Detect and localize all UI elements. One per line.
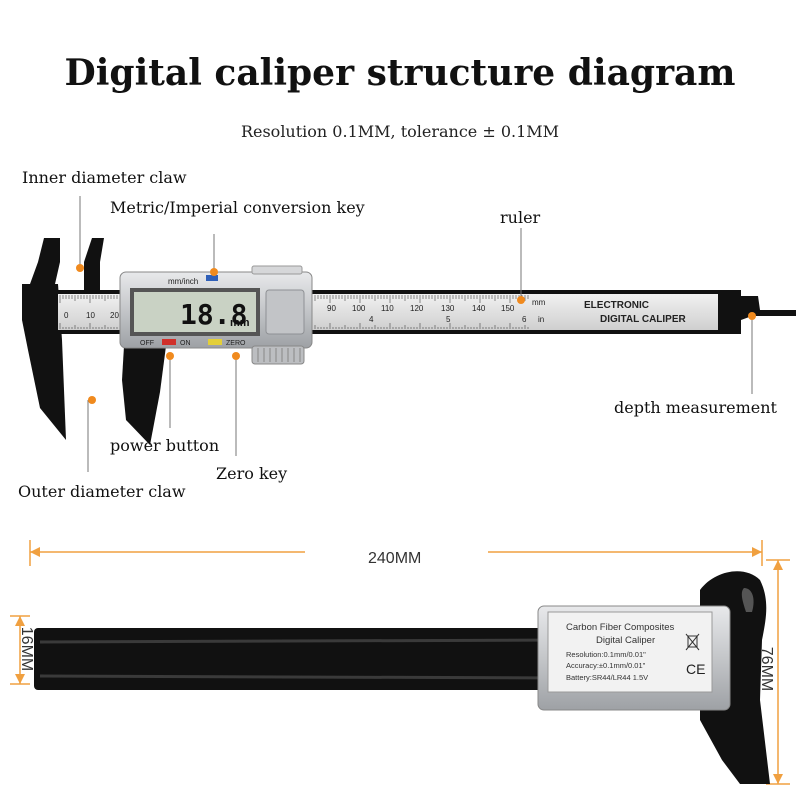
callout-zero-key: Zero key	[216, 464, 288, 483]
callout-dots	[76, 264, 756, 404]
callout-leaders	[79, 196, 753, 472]
lcd-screen	[134, 292, 256, 332]
info-label-panel	[547, 611, 713, 693]
thumb-roller	[251, 345, 305, 365]
back-beam	[34, 628, 564, 690]
top-caliper: 0 10 20 90 100 110 120 130 140 150 4 5 6…	[22, 238, 796, 445]
callout-ruler: ruler	[500, 208, 541, 227]
scale-numbers: 0 10 20 90 100 110 120 130 140 150 4 5 6…	[64, 298, 546, 324]
scale-label: 90	[327, 304, 336, 313]
callout-outer-diameter-claw: Outer diameter claw	[18, 482, 186, 501]
weee-bin-icon	[685, 633, 700, 651]
scale-label: 20	[110, 311, 119, 320]
label-line-3: Resolution:0.1mm/0.01"	[566, 650, 646, 659]
label-line-5: Battery:SR44/LR44 1.5V	[566, 673, 648, 682]
lcd-unit: mm	[230, 317, 250, 329]
fixed-jaw	[22, 238, 60, 284]
off-label: OFF	[140, 340, 154, 347]
scale-label: 140	[472, 304, 486, 313]
dimension-width: 16MM	[18, 626, 35, 672]
diagram-title: Digital caliper structure diagram	[64, 52, 736, 94]
callout-power-button: power button	[110, 436, 220, 455]
slider-top-bump	[251, 265, 303, 275]
dimension-height: 76MM	[758, 646, 775, 692]
dimension-lines	[10, 540, 790, 785]
unit-mm: mm	[532, 298, 546, 307]
diagram-subtitle: Resolution 0.1MM, tolerance ± 0.1MM	[240, 122, 560, 141]
scale-label: 10	[86, 311, 95, 320]
roller-grip	[257, 348, 301, 362]
brand-line-1: ELECTRONIC	[584, 300, 649, 311]
mm-inch-label: mm/inch	[168, 277, 198, 286]
zero-label: ZERO	[226, 340, 246, 347]
inner-claw-movable	[84, 238, 104, 290]
callout-depth-measurement: depth measurement	[614, 398, 777, 417]
power-button[interactable]	[162, 339, 176, 345]
scale-label-inch: 4	[369, 315, 374, 324]
zero-button[interactable]	[208, 339, 222, 345]
label-line-4: Accuracy:±0.1mm/0.01"	[566, 661, 646, 670]
scale-label: 120	[410, 304, 424, 313]
hanging-hole	[741, 588, 754, 612]
scale-label: 110	[381, 304, 394, 313]
lcd-value: 18.8	[180, 298, 247, 331]
label-line-1: Carbon Fiber Composites	[566, 622, 674, 633]
callout-inner-diameter-claw: Inner diameter claw	[22, 168, 187, 187]
ce-mark: CE	[686, 661, 705, 677]
dimension-length: 240MM	[368, 550, 422, 567]
bottom-caliper: Carbon Fiber Composites Digital Caliper …	[34, 571, 770, 784]
label-line-2: Digital Caliper	[596, 635, 655, 646]
on-label: ON	[180, 340, 191, 347]
unit-in: in	[538, 315, 544, 324]
brand-line-2: DIGITAL CALIPER	[600, 314, 687, 325]
mm-inch-key[interactable]	[206, 275, 218, 281]
movable-outer-jaw	[122, 346, 166, 445]
callout-conversion-key: Metric/Imperial conversion key	[110, 198, 365, 217]
scale-label: 150	[501, 304, 515, 313]
dimension-arrows	[15, 547, 783, 784]
thumb-pad	[265, 289, 305, 335]
scale-label: 0	[64, 311, 69, 320]
scale-label-inch: 5	[446, 315, 451, 324]
scale-label-inch: 6	[522, 315, 527, 324]
scale-label: 100	[352, 304, 366, 313]
scale-label: 130	[441, 304, 455, 313]
